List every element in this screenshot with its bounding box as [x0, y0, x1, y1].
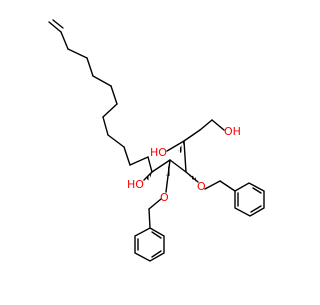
chain-bond-10	[129, 156, 149, 166]
oh-left-bond	[143, 171, 153, 181]
chain-bond-8	[107, 134, 125, 148]
vinyl-bond-1	[48, 21, 62, 33]
chain-bond-4	[92, 75, 112, 87]
aromatic-double-4	[151, 231, 162, 239]
backbone-bond-1	[151, 159, 171, 173]
chain-bond-9	[123, 146, 131, 166]
chain-bond-5	[110, 85, 118, 105]
chain-bond-6	[102, 103, 118, 118]
chain-bond-3	[86, 57, 94, 77]
oxygen-bonds	[143, 119, 236, 229]
o-right-bond	[185, 171, 199, 183]
chain-bond-2	[67, 48, 88, 59]
benzyl-left-ch2-a	[148, 198, 162, 210]
oh-top-label: OH	[224, 125, 241, 138]
chain-bond-7	[102, 116, 109, 136]
o-right-label: O	[197, 180, 206, 193]
backbone-bond-5	[199, 119, 213, 131]
hashed-wedge-4	[178, 141, 184, 153]
oh-left-label: HO	[127, 178, 144, 191]
left-benzene-ring	[134, 227, 165, 262]
alkyl-chain	[48, 19, 153, 173]
aromatic-double-1	[252, 187, 262, 194]
structure-canvas: OH HO HO O O	[48, 19, 265, 262]
molecule-structure: OH HO HO O O	[48, 19, 265, 262]
backbone	[151, 119, 213, 173]
benzyl-right-ch2-b	[219, 180, 236, 192]
chain-bond-1	[60, 31, 69, 50]
chain-bond-11	[147, 156, 153, 173]
oh-upper-label: HO	[150, 146, 167, 159]
aromatic-double-5	[151, 250, 162, 258]
o-lower-label: O	[160, 191, 169, 204]
atom-labels: OH HO HO O O	[127, 125, 241, 204]
benzyl-right-ch2-a	[204, 180, 221, 190]
right-benzene-ring	[234, 182, 265, 217]
oh-upper-bond	[166, 140, 185, 152]
vinyl-bond-2	[52, 19, 64, 29]
backbone-bond-2	[169, 159, 187, 173]
oh-top-bond	[211, 119, 225, 131]
o-lower-bond	[165, 159, 171, 193]
aromatic-double-2	[250, 205, 262, 213]
benzyl-left-ch2-b	[148, 208, 151, 229]
backbone-bond-3	[183, 140, 187, 173]
backbone-bond-4	[183, 129, 201, 142]
